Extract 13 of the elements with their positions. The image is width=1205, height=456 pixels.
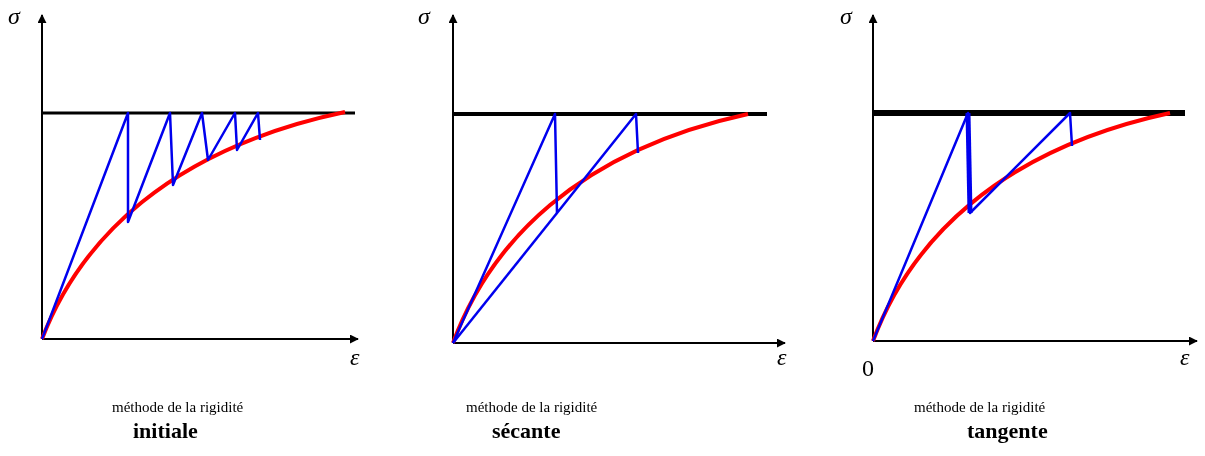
- axis-label: σ: [8, 4, 20, 28]
- caption: méthode de la rigidité: [466, 400, 598, 415]
- axis-label: ε: [777, 345, 787, 369]
- caption-title: initiale: [133, 420, 198, 442]
- caption-title: sécante: [492, 420, 561, 442]
- origin-label: 0: [862, 356, 874, 380]
- axis-label: σ: [840, 4, 852, 28]
- axis-label: ε: [1180, 345, 1190, 369]
- caption-title: tangente: [967, 420, 1048, 442]
- caption: méthode de la rigidité: [914, 400, 1046, 415]
- axis-label: σ: [418, 4, 430, 28]
- caption: méthode de la rigidité: [112, 400, 244, 415]
- axis-label: ε: [350, 345, 360, 369]
